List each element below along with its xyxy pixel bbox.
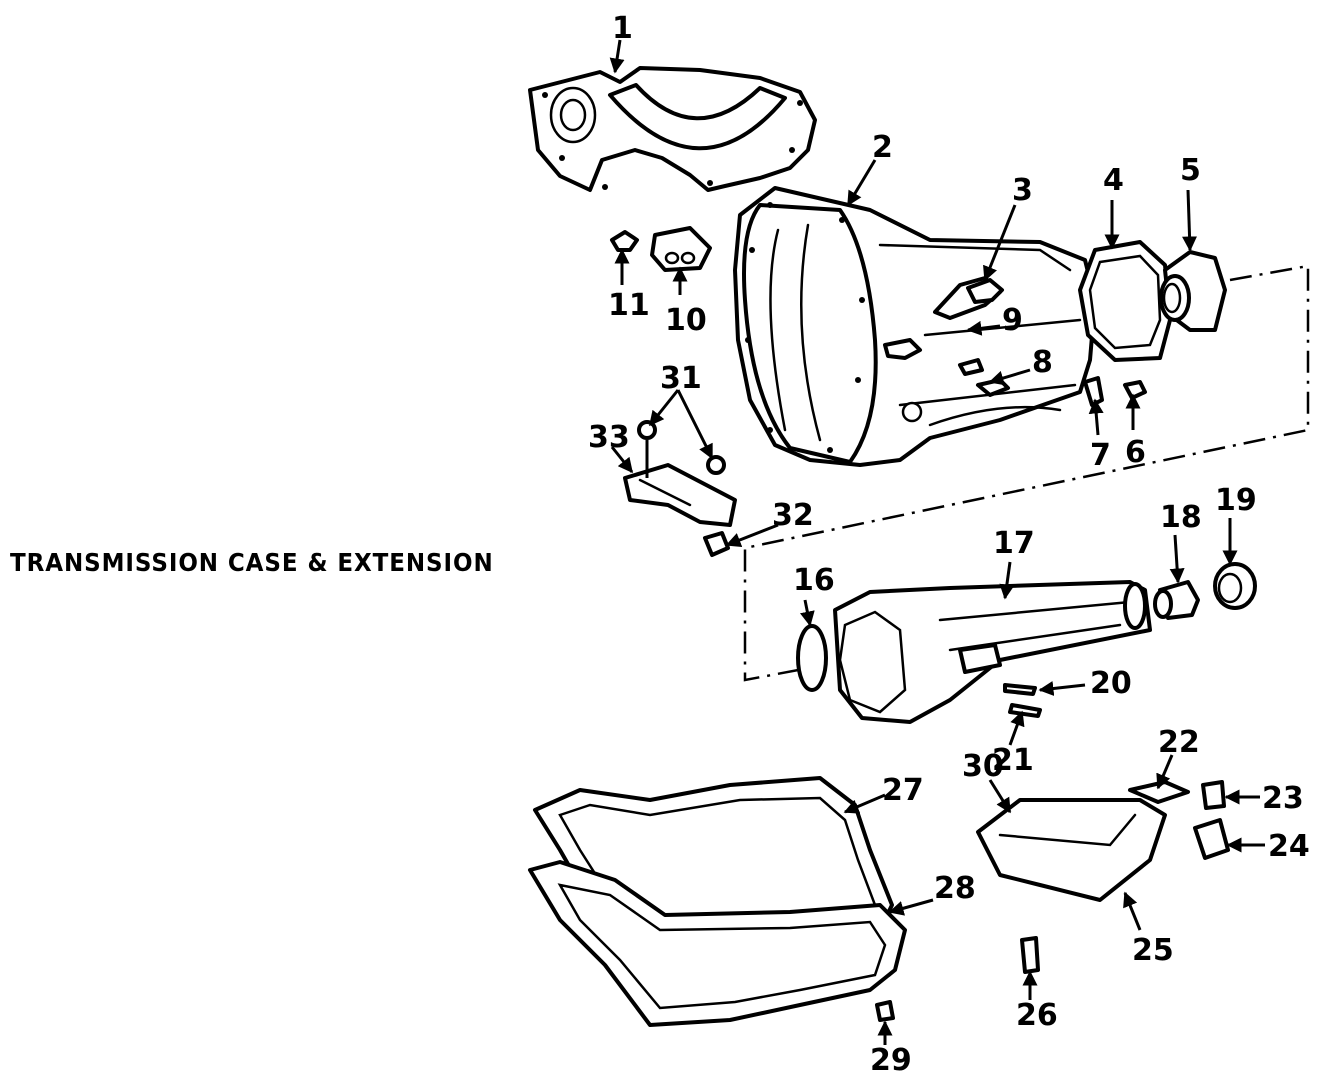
transmission-case-part bbox=[733, 186, 1097, 467]
drain-plug-part bbox=[875, 1000, 895, 1022]
callout-8: 8 bbox=[1032, 345, 1053, 380]
oil-filter-assembly bbox=[976, 780, 1230, 974]
callout-5: 5 bbox=[1180, 153, 1201, 188]
callout-22: 22 bbox=[1158, 725, 1200, 760]
leader-lines bbox=[609, 39, 1265, 1045]
callout-32: 32 bbox=[772, 498, 814, 533]
rear-gasket-part bbox=[1078, 240, 1172, 362]
callout-28: 28 bbox=[934, 871, 976, 906]
callout-25: 25 bbox=[1132, 933, 1174, 968]
transmission-mount-bracket bbox=[623, 420, 737, 557]
mount-parts-10-11 bbox=[610, 226, 712, 272]
callout-17: 17 bbox=[993, 526, 1035, 561]
callout-33: 33 bbox=[588, 420, 630, 455]
callout-24: 24 bbox=[1268, 829, 1310, 864]
callout-30: 30 bbox=[962, 749, 1004, 784]
callout-7: 7 bbox=[1090, 438, 1111, 473]
callout-1: 1 bbox=[612, 11, 633, 46]
extension-outline bbox=[743, 264, 1310, 682]
callout-3: 3 bbox=[1012, 173, 1033, 208]
callout-26: 26 bbox=[1016, 998, 1058, 1033]
callout-labels: 1 2 3 4 5 6 7 8 9 10 11 16 17 18 19 20 2… bbox=[588, 11, 1310, 1078]
extension-housing-part bbox=[833, 580, 1152, 724]
small-pins-20-21 bbox=[1003, 683, 1042, 718]
callout-31: 31 bbox=[660, 361, 702, 396]
callout-19: 19 bbox=[1215, 483, 1257, 518]
callout-20: 20 bbox=[1090, 666, 1132, 701]
callout-2: 2 bbox=[872, 130, 893, 165]
callout-4: 4 bbox=[1103, 163, 1124, 198]
bushing-seal-parts bbox=[1153, 562, 1257, 620]
callout-27: 27 bbox=[882, 773, 924, 808]
callout-21: 21 bbox=[992, 743, 1034, 778]
oil-pan-assembly bbox=[528, 776, 907, 1027]
callout-23: 23 bbox=[1262, 781, 1304, 816]
diagram-title: TRANSMISSION CASE & EXTENSION bbox=[10, 548, 494, 577]
callout-6: 6 bbox=[1125, 435, 1146, 470]
callout-18: 18 bbox=[1160, 500, 1202, 535]
callout-11: 11 bbox=[608, 288, 650, 323]
callout-9: 9 bbox=[1002, 303, 1023, 338]
callout-10: 10 bbox=[665, 303, 707, 338]
adapter-plate-part bbox=[1159, 250, 1227, 332]
dust-shield-part bbox=[528, 66, 817, 192]
callout-29: 29 bbox=[870, 1043, 912, 1078]
extension-gasket-part bbox=[796, 624, 828, 692]
callout-16: 16 bbox=[793, 563, 835, 598]
